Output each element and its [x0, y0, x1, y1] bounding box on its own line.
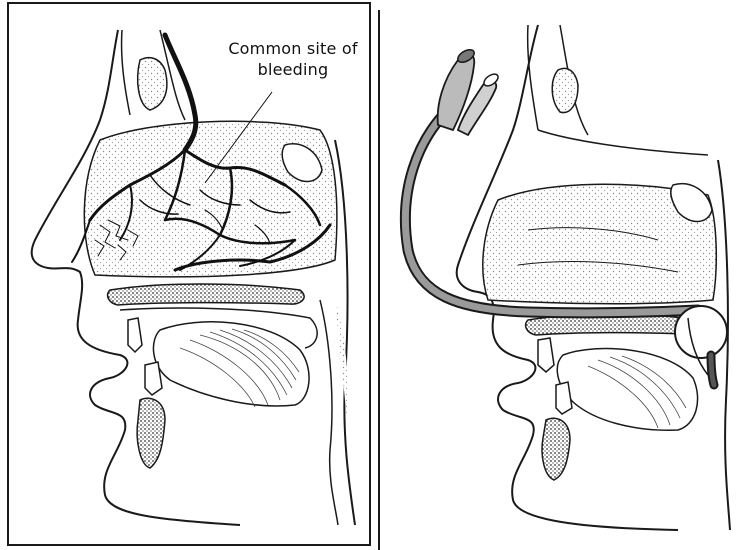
left-panel-epistaxis-site: Common site of bleeding: [0, 0, 378, 550]
hard-palate: [108, 284, 305, 305]
annotation-line-1: Common site of: [218, 38, 368, 59]
left-illustration: [0, 0, 378, 550]
right-illustration: [378, 0, 736, 550]
frontal-sinus: [138, 58, 167, 110]
annotation-line-2: bleeding: [218, 59, 368, 80]
catheter-balloon: [675, 306, 727, 358]
annotation-label: Common site of bleeding: [218, 38, 368, 80]
face-profile: [32, 30, 240, 525]
right-panel-foley-catheter: [378, 0, 736, 550]
mandible: [137, 398, 165, 468]
tongue-right: [557, 349, 697, 431]
catheter-ports: [438, 47, 500, 135]
